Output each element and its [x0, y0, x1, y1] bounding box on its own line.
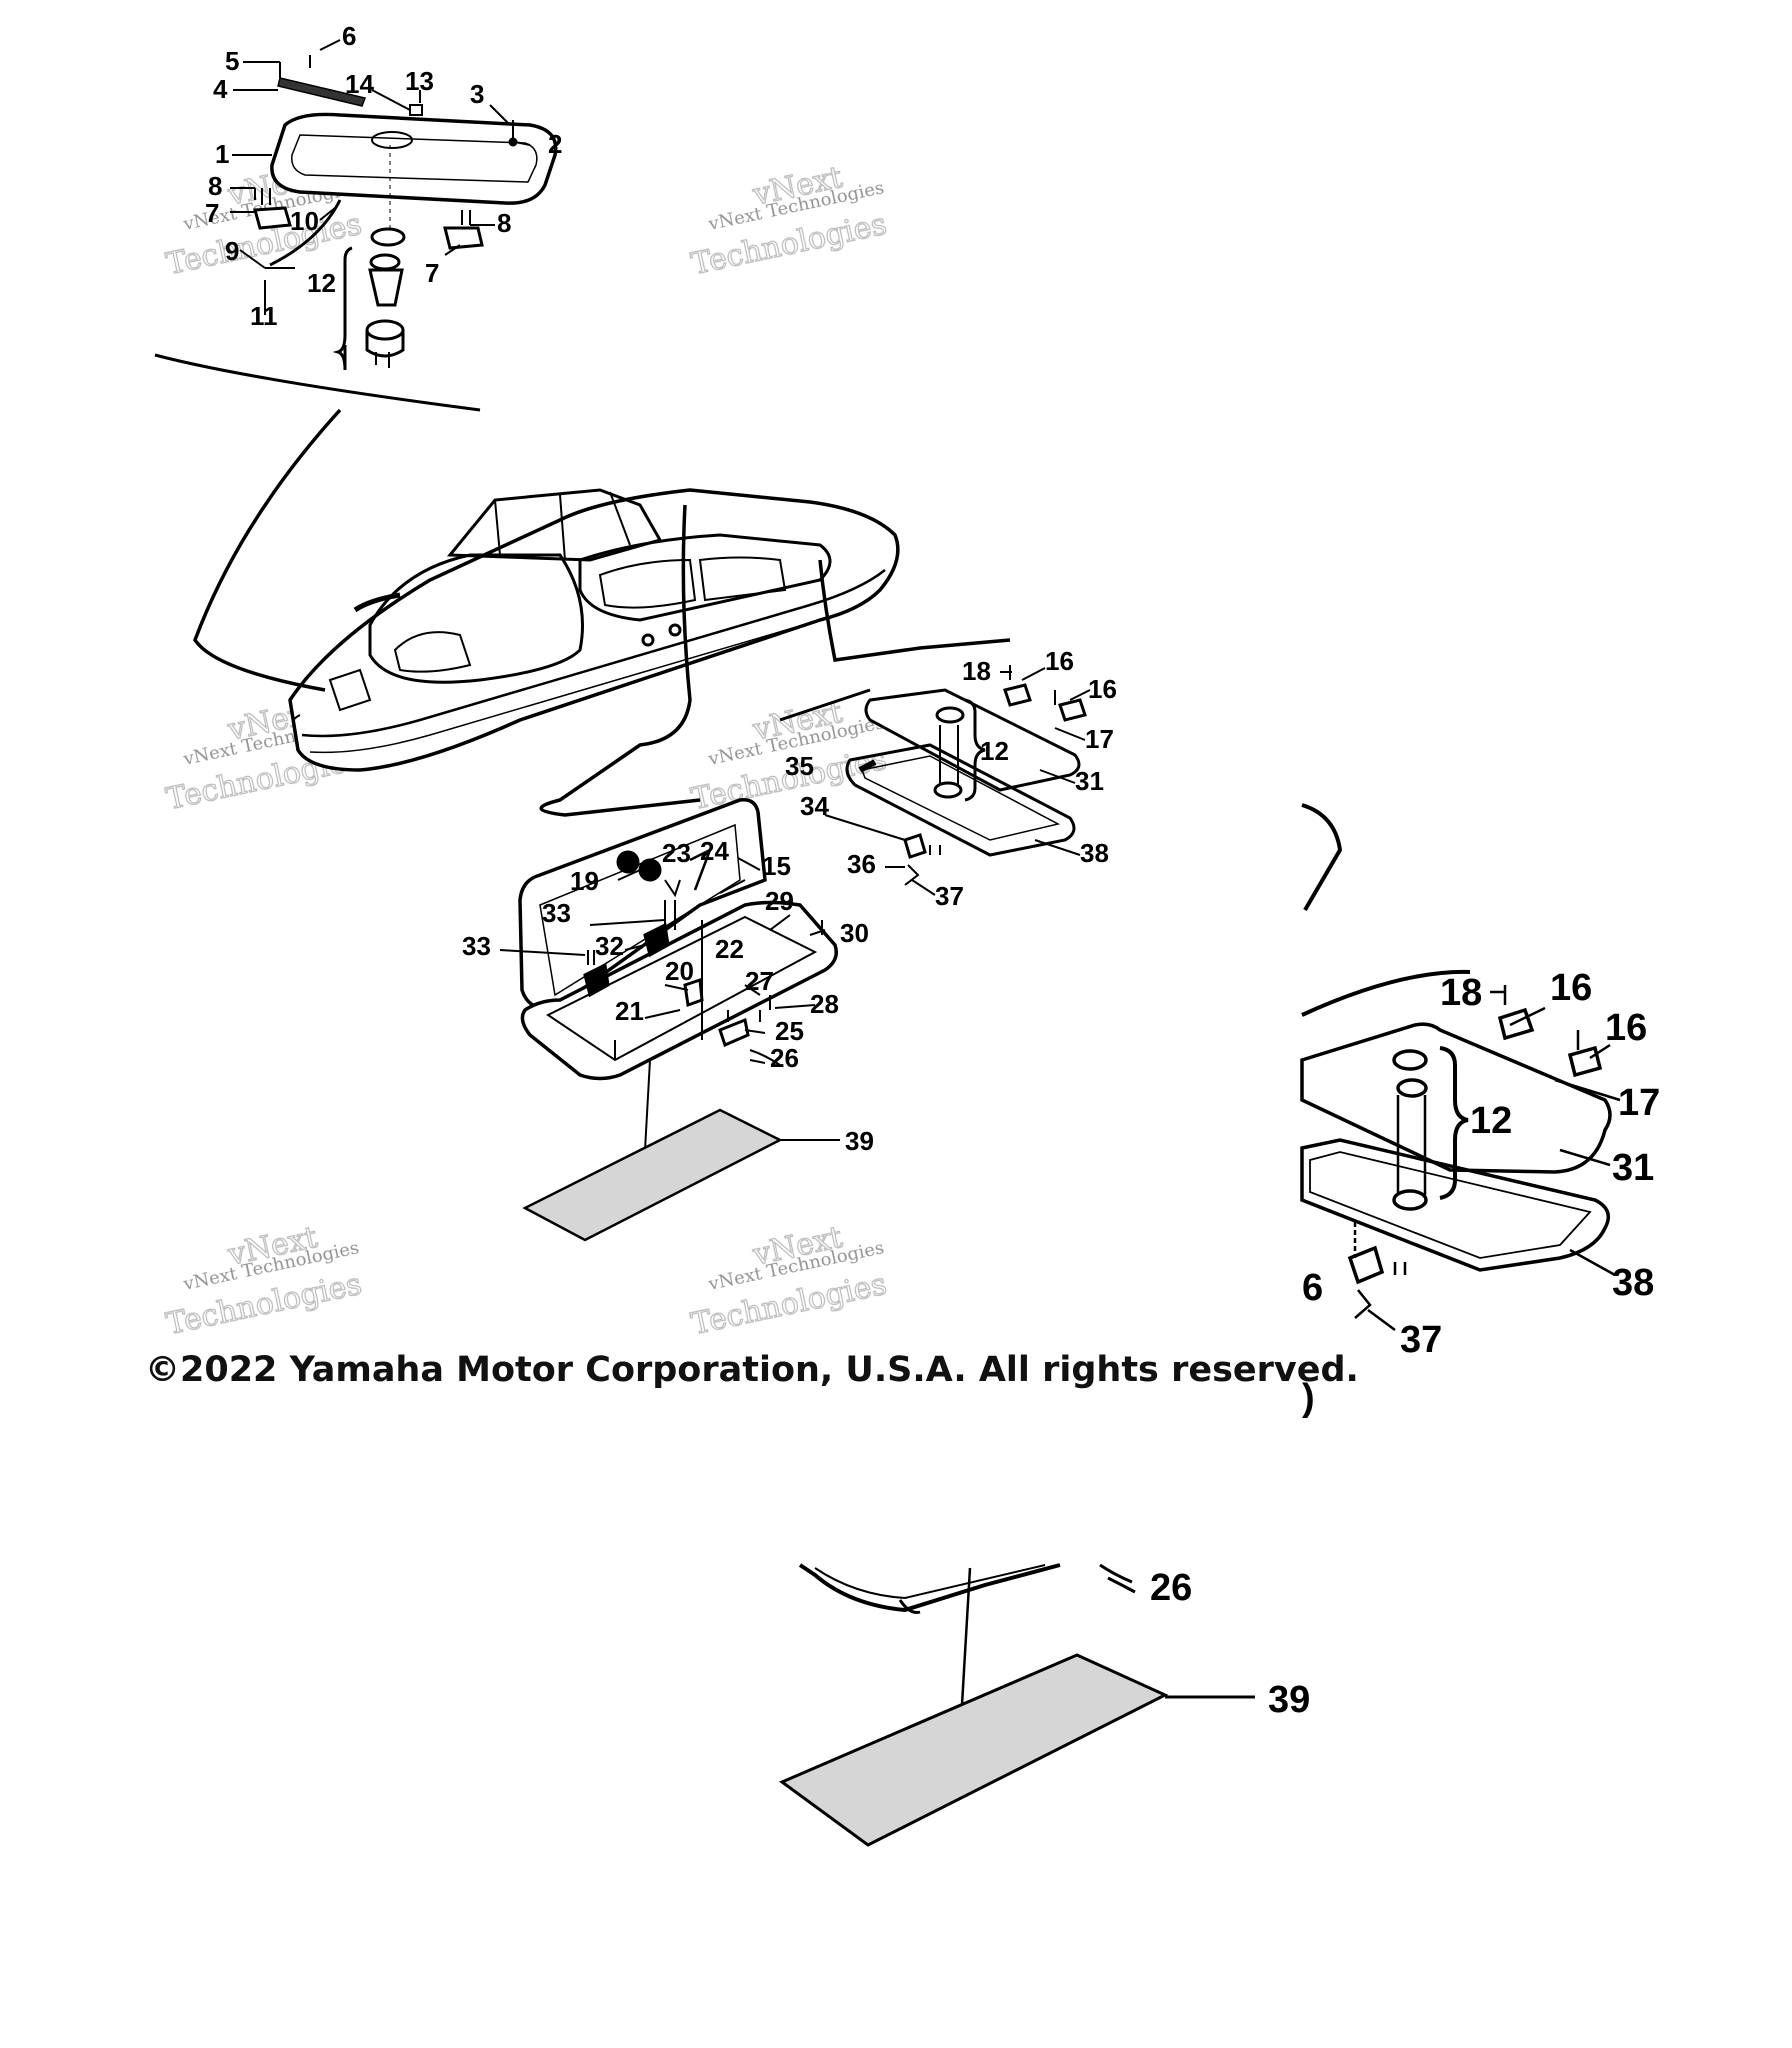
- callout-22: 22: [715, 934, 744, 964]
- storage-compartment: [518, 798, 838, 1242]
- callout-12b: 12: [980, 736, 1009, 766]
- callout-8b: 8: [497, 208, 511, 238]
- zoom-callout-36: 6: [1302, 1267, 1323, 1309]
- callout-19: 19: [570, 866, 599, 896]
- bow-hatch-assembly: [154, 55, 558, 412]
- callout-23: 23: [662, 838, 691, 868]
- callout-39: 39: [845, 1126, 874, 1156]
- callout-9: 9: [225, 236, 239, 266]
- zoom-callout-paren: ): [1302, 1377, 1315, 1419]
- hull-stripe: [301, 569, 886, 738]
- zoom-callout-16a: 16: [1550, 967, 1592, 1009]
- zoom-hatch-frame: [1300, 1138, 1611, 1272]
- callout-16b: 16: [1088, 674, 1117, 704]
- boat-hull: [288, 488, 900, 772]
- callout-7b: 7: [425, 258, 439, 288]
- callout-16a: 16: [1045, 646, 1074, 676]
- callout-2: 2: [548, 129, 562, 159]
- zoom-callout-18: 18: [1440, 972, 1482, 1014]
- callout-8a: 8: [208, 171, 222, 201]
- callout-33b: 33: [462, 931, 491, 961]
- rear-hatch-lid: [864, 688, 1081, 792]
- callout-36: 36: [847, 849, 876, 879]
- leader-lines-right: [824, 667, 1091, 896]
- trim-strip: [277, 77, 367, 107]
- zoom-callout-16b: 16: [1605, 1007, 1647, 1049]
- boat-illustration: [193, 408, 1011, 817]
- zoom-callout-38: 38: [1612, 1262, 1654, 1304]
- zoom-callout-12: 12: [1470, 1100, 1512, 1142]
- hatch-lid-hole: [371, 131, 413, 149]
- callout-38: 38: [1080, 838, 1109, 868]
- cockpit-rear: [578, 533, 832, 622]
- callout-13: 13: [405, 66, 434, 96]
- callout-37: 37: [935, 881, 964, 911]
- callout-35: 35: [785, 751, 814, 781]
- rear-hatch-frame: [845, 743, 1076, 857]
- callout-27: 27: [745, 966, 774, 996]
- cockpit-bow: [368, 553, 584, 684]
- callout-26: 26: [770, 1043, 799, 1073]
- callout-24: 24: [700, 836, 729, 866]
- callout-20: 20: [665, 956, 694, 986]
- callout-33a: 33: [542, 898, 571, 928]
- storage-tub: [520, 900, 838, 1081]
- hatch-lid-inner: [291, 134, 538, 183]
- callout-32: 32: [595, 931, 624, 961]
- callout-29: 29: [765, 886, 794, 916]
- callout-14: 14: [345, 69, 374, 99]
- callout-21: 21: [615, 996, 644, 1026]
- callout-11: 11: [250, 301, 278, 331]
- zoom-callout-17: 17: [1618, 1082, 1660, 1124]
- callout-30: 30: [840, 918, 869, 948]
- storage-mat: [522, 1108, 783, 1242]
- zoom-callout-26: 26: [1150, 1567, 1192, 1609]
- callout-34: 34: [800, 791, 829, 821]
- callout-28: 28: [810, 989, 839, 1019]
- zoom-bottom-callouts: 26 39: [1150, 1567, 1310, 1721]
- copyright-notice: ©2022 Yamaha Motor Corporation, U.S.A. A…: [145, 1350, 1359, 1390]
- gasket-cord: [154, 353, 481, 412]
- callout-7a: 7: [205, 198, 219, 228]
- callout-17: 17: [1085, 724, 1114, 754]
- zoom-inset-storage-mat: [778, 1563, 1255, 1847]
- connector-boat-to-right: [818, 559, 1011, 662]
- callout-25: 25: [775, 1016, 804, 1046]
- leader-lines-top: [230, 39, 531, 315]
- callout-5: 5: [225, 46, 239, 76]
- callout-18: 18: [962, 656, 991, 686]
- connector-boat-to-storage: [539, 504, 701, 817]
- callout-6: 6: [342, 21, 356, 51]
- callout-31: 31: [1075, 766, 1104, 796]
- callout-12a: 12: [307, 268, 336, 298]
- zoom-inset-rear-hatch: [1300, 803, 1621, 1332]
- leader-lines-storage: [499, 857, 840, 1141]
- callout-4: 4: [213, 74, 228, 104]
- callout-1: 1: [215, 139, 229, 169]
- connector-top-to-boat: [193, 408, 342, 692]
- callout-15: 15: [762, 851, 791, 881]
- callout-10: 10: [290, 206, 319, 236]
- zoom-callout-37: 37: [1400, 1319, 1442, 1361]
- zoom-inset-callouts: 18 16 16 17 12 31 38 6 37 ): [1302, 967, 1660, 1419]
- zoom-callout-39: 39: [1268, 1679, 1310, 1721]
- callout-labels: 5 6 4 14 13 3 2 1 8 7 10 9 12 11 8 7 18 …: [205, 21, 1117, 1156]
- callout-3: 3: [470, 79, 484, 109]
- zoom-storage-mat: [778, 1653, 1169, 1847]
- zoom-callout-31: 31: [1612, 1147, 1654, 1189]
- rear-hatch-assembly: [845, 665, 1087, 886]
